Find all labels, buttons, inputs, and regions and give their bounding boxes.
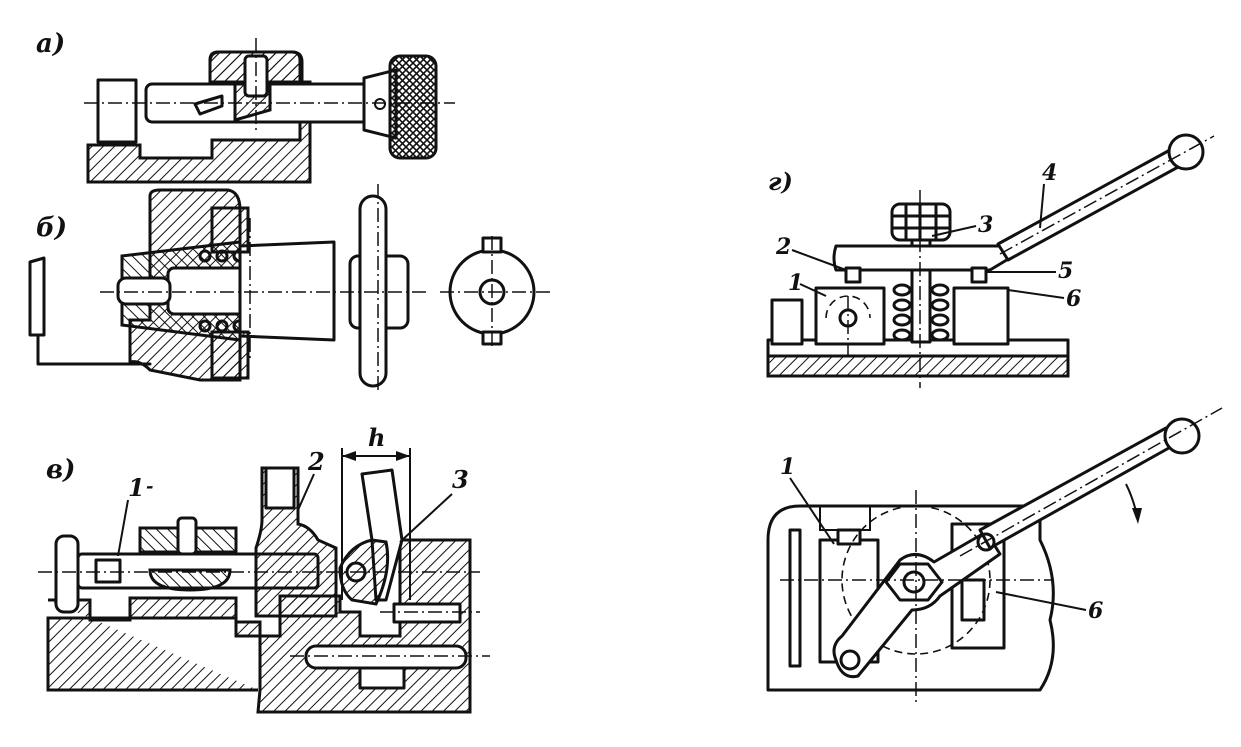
view-b-letter: б) <box>36 213 67 243</box>
view-g-part-1 <box>814 286 886 346</box>
view-g: г) 1 2 3 <box>766 133 1215 388</box>
view-g-plan: 1 6 <box>766 407 1223 706</box>
view-g-handle-ball <box>1167 133 1205 171</box>
view-v-pin-lower <box>304 644 468 670</box>
view-g-label-1: 1 <box>788 270 803 296</box>
view-g-label-4: 4 <box>1042 160 1057 186</box>
view-g-label-3: 3 <box>978 212 993 238</box>
view-g-letter: г) <box>768 167 793 196</box>
view-a: а) <box>36 29 455 184</box>
view-g-plan-label-6: 6 <box>1088 598 1103 624</box>
view-v-label-3: 3 <box>452 465 469 494</box>
view-b: б) <box>28 184 552 392</box>
view-v-label-h: h <box>368 423 385 452</box>
view-g-label-5: 5 <box>1058 258 1073 284</box>
view-g-lever-plate <box>832 244 1012 272</box>
view-v-label-2: 2 <box>307 447 325 476</box>
view-g-plan-label-1: 1 <box>780 454 795 480</box>
view-g-spring <box>892 283 950 342</box>
view-g-label-2: 2 <box>775 234 791 260</box>
view-b-handle <box>358 194 388 388</box>
view-a-knob <box>388 54 438 160</box>
svg-text:-: - <box>146 476 153 497</box>
view-g-plan-nut <box>884 562 944 602</box>
view-v-knob <box>54 534 80 614</box>
view-a-slot <box>193 94 224 116</box>
view-a-stop <box>96 78 138 144</box>
view-g-part-6-block <box>952 286 1010 346</box>
view-v-letter: в) <box>46 455 75 485</box>
view-v: в) 1 - 2 3 h <box>38 423 490 714</box>
view-a-letter: а) <box>36 29 65 59</box>
view-b-plunger-tip <box>116 276 172 306</box>
view-v-clamp <box>138 526 238 592</box>
view-g-label-6: 6 <box>1066 286 1081 312</box>
view-g-plan-handle <box>978 426 1178 550</box>
view-b-lever <box>28 256 152 366</box>
view-g-plan-handle-ball <box>1163 417 1201 455</box>
view-b-sleeve <box>238 240 336 342</box>
view-g-plan-outline <box>766 504 1055 692</box>
view-v-label-1: 1 <box>128 473 145 502</box>
